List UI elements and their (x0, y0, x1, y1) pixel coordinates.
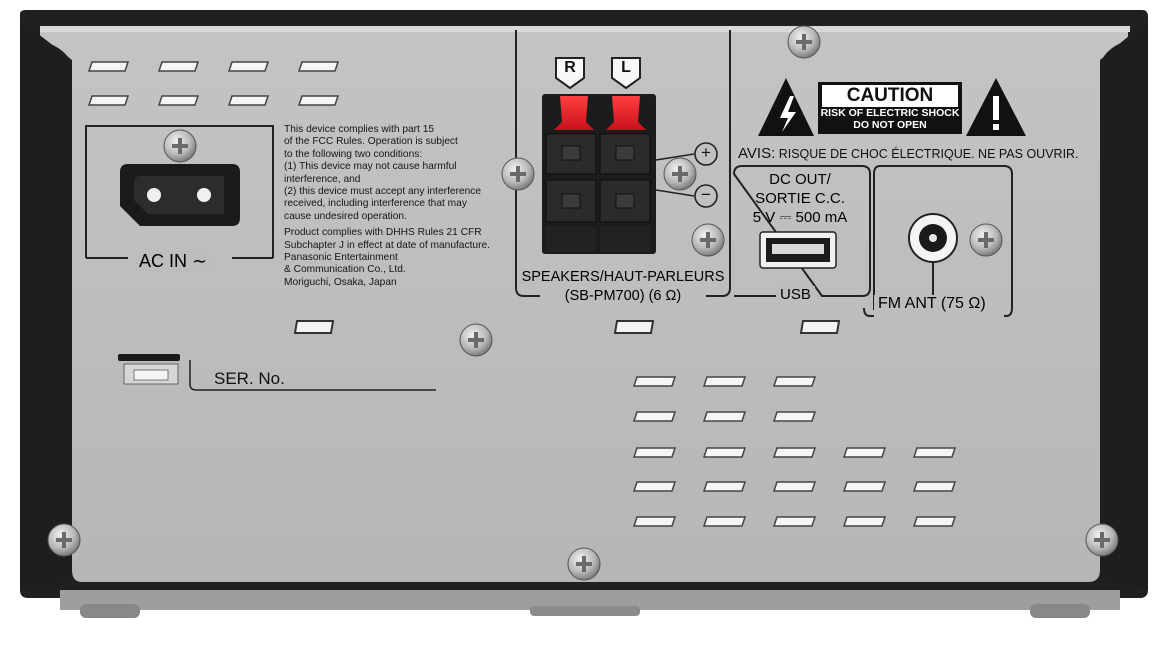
fcc-line: to the following two conditions: (284, 148, 423, 160)
right-channel-tag: R (564, 59, 576, 76)
fcc-line: received, including interference that ma… (284, 198, 467, 210)
serial-label-area (118, 354, 436, 391)
fcc-line: (1) This device may not cause harmful (284, 161, 457, 173)
right-red-terminal-lever[interactable] (554, 96, 594, 130)
fcc-notice: This device complies with part 15 of the… (284, 124, 524, 289)
usb-port[interactable] (759, 231, 837, 269)
ac-inlet[interactable] (85, 125, 274, 259)
fm-antenna-label: FM ANT (75 Ω) (874, 295, 990, 313)
fcc-line: This device complies with part 15 (284, 124, 435, 135)
ac-pin-icon (147, 188, 161, 202)
speakers-label: SPEAKERS/HAUT-PARLEURS (SB-PM700) (6 Ω) (516, 268, 730, 306)
screw-icon (459, 323, 493, 357)
dc-out-line1: DC OUT/ (769, 171, 831, 188)
dc-out-label: DC OUT/ SORTIE C.C. 5 V ⎓ 500 mA (735, 170, 865, 227)
dc-out-line2: SORTIE C.C. (755, 190, 845, 207)
ac-in-label: AC IN ∼ (135, 251, 212, 272)
dhhs-line: Panasonic Entertainment (284, 252, 398, 264)
fcc-line: interference, and (284, 173, 361, 185)
fm-antenna-jack[interactable] (908, 213, 958, 296)
screw-icon (163, 129, 197, 163)
fcc-line: of the FCC Rules. Operation is subject (284, 136, 458, 148)
top-vents (87, 61, 340, 106)
minus-icon: − (701, 185, 711, 204)
left-channel-tag: L (621, 59, 631, 76)
dhhs-line: Product complies with DHHS Rules 21 CFR (284, 227, 482, 239)
speaker-terminal-block (542, 94, 656, 254)
speakers-label-line2: (SB-PM700) (6 Ω) (562, 288, 684, 304)
screw-icon (969, 223, 1003, 257)
screw-icon (663, 157, 697, 191)
dc-out-line3: 5 V ⎓ 500 mA (752, 209, 848, 226)
screw-icon (567, 547, 601, 581)
left-red-terminal-lever[interactable] (606, 96, 646, 130)
caution-title: CAUTION (822, 85, 958, 107)
plus-icon: + (701, 143, 711, 162)
screw-icon (1085, 523, 1119, 557)
caution-line2: DO NOT OPEN (853, 119, 927, 131)
speaker-tags (555, 57, 641, 90)
usb-label: USB (776, 286, 815, 303)
dhhs-line: & Communication Co., Ltd. (284, 264, 406, 276)
polarity-symbols (655, 142, 718, 208)
caution-triangles (758, 78, 1026, 136)
caution-line1: RISK OF ELECTRIC SHOCK (820, 107, 960, 119)
avis-warning: AVIS: RISQUE DE CHOC ÉLECTRIQUE. NE PAS … (738, 145, 1079, 162)
fcc-line: (2) this device must accept any interfer… (284, 186, 482, 198)
caution-label: CAUTION RISK OF ELECTRIC SHOCK DO NOT OP… (818, 82, 962, 134)
avis-text: RISQUE DE CHOC ÉLECTRIQUE. NE PAS OUVRIR… (775, 147, 1079, 161)
avis-prefix: AVIS: (738, 145, 776, 162)
fcc-line: cause undesired operation. (284, 210, 407, 222)
serial-number-label: SER. No. (214, 369, 285, 388)
bottom-vents (632, 376, 957, 527)
dhhs-line: Moriguchi, Osaka, Japan (284, 276, 397, 288)
screw-icon (691, 223, 725, 257)
screw-icon (47, 523, 81, 557)
dhhs-line: Subchapter J in effect at date of manufa… (284, 239, 490, 251)
speakers-label-line1: SPEAKERS/HAUT-PARLEURS (519, 269, 727, 285)
ac-pin-icon (197, 188, 211, 202)
screw-icon (787, 25, 821, 59)
